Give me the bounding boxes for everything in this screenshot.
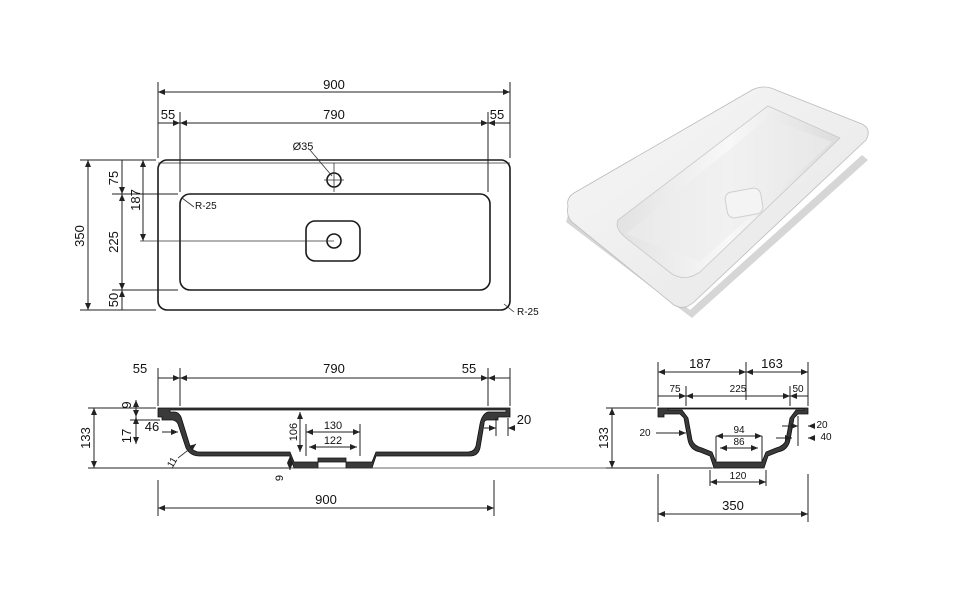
dim-side-overall-depth: 350 (722, 498, 744, 513)
basin-render (566, 86, 869, 318)
dim-top-overall-width: 900 (323, 77, 345, 92)
dim-front-edge-offset: 20 (517, 412, 531, 427)
dim-side-right-wall: 20 (816, 420, 828, 431)
dim-front-drain-outer: 130 (324, 420, 342, 432)
dim-front-margin-right: 55 (462, 361, 476, 376)
dim-side-height: 133 (596, 427, 611, 449)
dim-side-drain-base: 120 (730, 471, 747, 482)
top-view: 900 55 790 55 Ø35 R-25 R-25 350 75 225 5… (72, 77, 539, 318)
dim-front-side-height: 17 (119, 429, 134, 443)
dim-side-drain-outer: 94 (733, 425, 745, 436)
top-view-bowl-outline (179, 193, 491, 291)
dim-top-inner-width: 790 (323, 107, 345, 122)
basin-render-drain (724, 187, 764, 219)
dim-front-height: 133 (78, 427, 93, 449)
label-inner-radius: R-25 (195, 201, 217, 212)
dim-side-left-wall: 20 (639, 428, 651, 439)
dim-front-drain-inner: 122 (324, 435, 342, 447)
dim-side-right-edge: 40 (820, 432, 832, 443)
dim-side-back-rim: 75 (669, 384, 681, 395)
dim-front-margin-left: 55 (133, 361, 147, 376)
dim-top-margin-left: 55 (161, 107, 175, 122)
dim-side-bowl-width: 225 (730, 384, 747, 395)
dim-front-drain-depth: 106 (288, 423, 300, 441)
label-tap-hole: Ø35 (293, 141, 314, 153)
top-view-outer-outline (157, 159, 511, 311)
dim-top-front-margin: 50 (106, 293, 121, 307)
dim-top-margin-right: 55 (490, 107, 504, 122)
dim-top-overall-depth: 350 (72, 225, 87, 247)
front-section-profile (157, 407, 511, 469)
dim-side-left-part: 187 (689, 356, 711, 371)
dim-front-side-wall: 46 (145, 419, 159, 434)
side-section: 187 163 75 225 50 133 20 94 86 120 (596, 356, 832, 522)
dim-front-overall-width: 900 (315, 492, 337, 507)
dim-side-front-rim: 50 (792, 384, 804, 395)
label-outer-radius: R-25 (517, 307, 539, 318)
dim-top-bowl-depth: 225 (106, 231, 121, 253)
dim-front-rim-thickness: 9 (119, 401, 134, 408)
front-section: 55 790 55 133 9 17 46 11 106 130 122 9 (78, 361, 720, 516)
dim-top-drain-offset: 187 (128, 189, 143, 211)
dim-front-inner-width: 790 (323, 361, 345, 376)
dim-front-bottom-thickness: 9 (274, 475, 286, 481)
dim-top-back-margin: 75 (106, 171, 121, 185)
dim-side-right-part: 163 (761, 356, 783, 371)
dim-side-drain-inner: 86 (733, 437, 745, 448)
